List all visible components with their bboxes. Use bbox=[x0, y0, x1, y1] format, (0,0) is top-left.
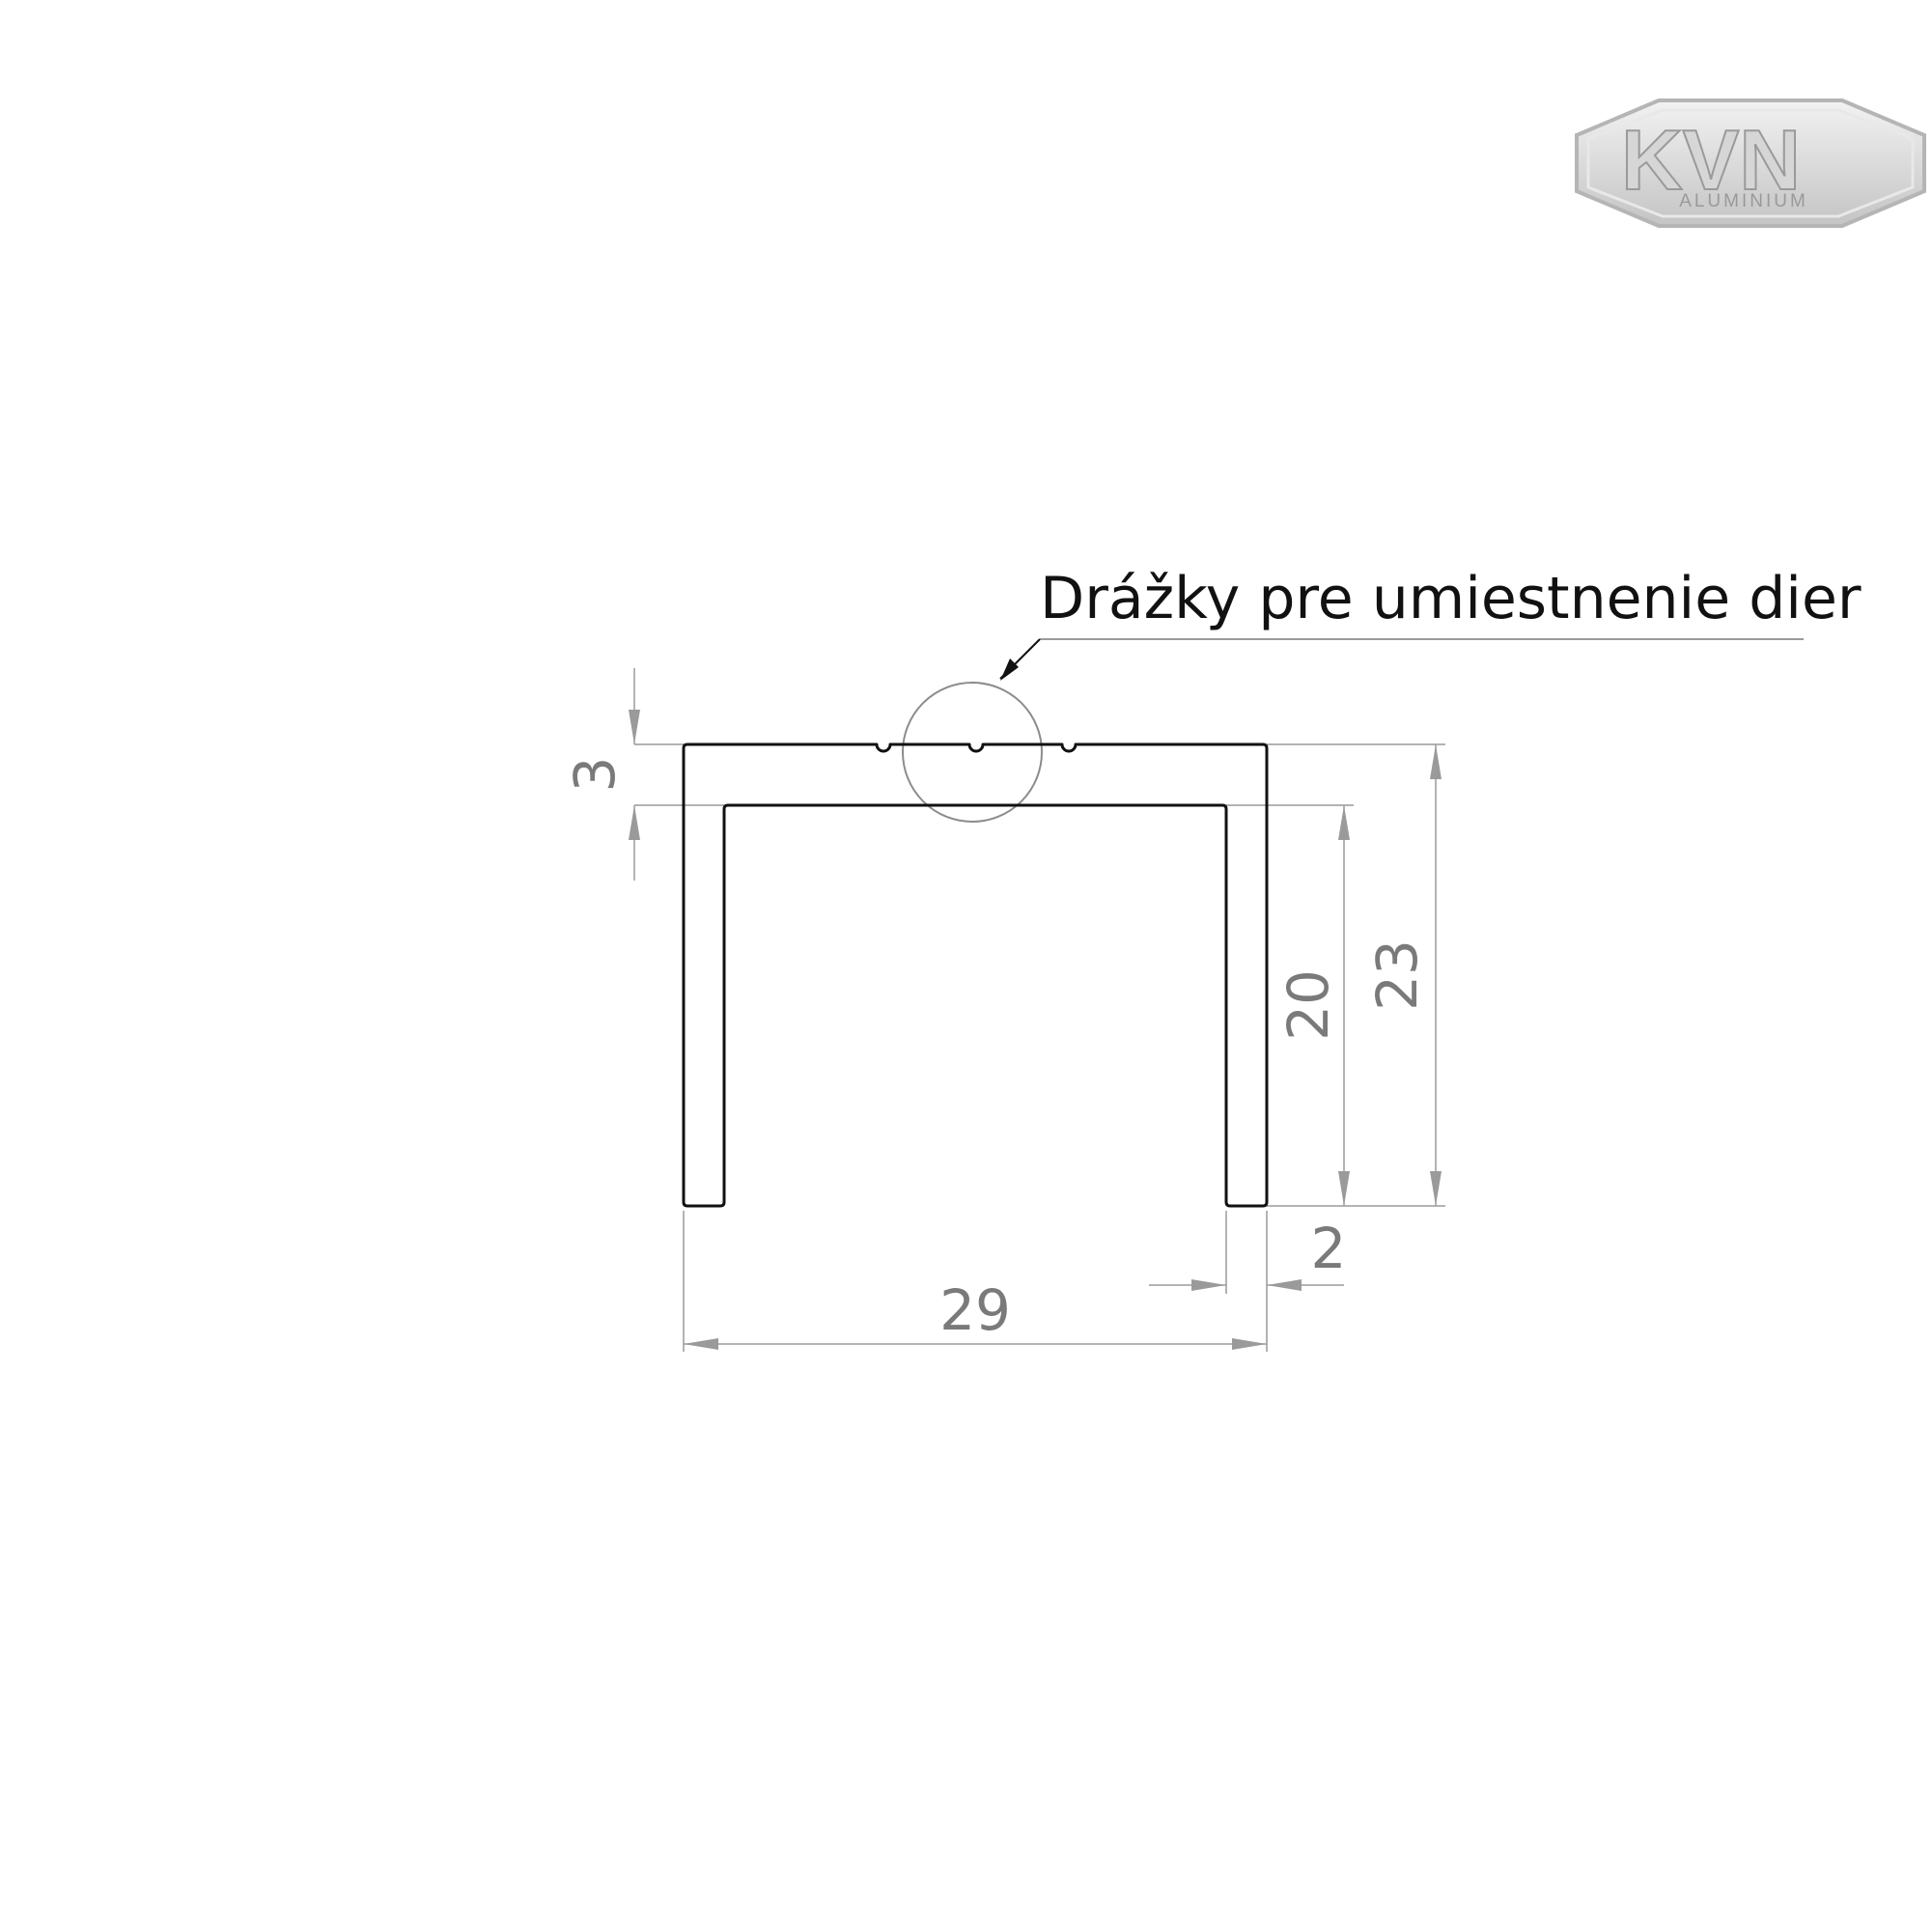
dim-arrow-outer-height-bottom bbox=[1430, 1171, 1442, 1206]
dim-arrow-width-right bbox=[1232, 1338, 1267, 1350]
dimension-overall-width: 29 bbox=[684, 1277, 1267, 1350]
extension-lines bbox=[634, 743, 1445, 1352]
dim-label-overall-width: 29 bbox=[939, 1277, 1011, 1343]
dim-arrow-top-wall-up bbox=[629, 805, 640, 840]
dim-label-outer-height: 23 bbox=[1364, 939, 1430, 1011]
dim-label-inner-height: 20 bbox=[1275, 969, 1341, 1041]
callout-label: Drážky pre umiestnenie dier bbox=[1040, 565, 1862, 632]
dimension-top-wall: 3 bbox=[562, 668, 640, 881]
dimension-wall-thickness: 2 bbox=[1149, 1216, 1346, 1291]
groove-detail-circle bbox=[902, 682, 1043, 823]
company-logo: KVN ALUMINIUM bbox=[1575, 98, 1926, 228]
dim-arrow-inner-height-top bbox=[1338, 805, 1350, 840]
dimension-outer-height: 23 bbox=[1364, 744, 1442, 1206]
dim-arrow-top-wall-down bbox=[629, 710, 640, 744]
dim-arrow-outer-height-top bbox=[1430, 744, 1442, 779]
dim-label-wall-thickness: 2 bbox=[1311, 1216, 1347, 1281]
dimension-inner-height: 20 bbox=[1275, 805, 1350, 1206]
dim-arrow-wall-right bbox=[1191, 1279, 1226, 1291]
logo-subtitle-text: ALUMINIUM bbox=[1679, 191, 1808, 211]
dim-arrow-width-left bbox=[684, 1338, 718, 1350]
u-channel-profile bbox=[682, 742, 1269, 1208]
dim-arrow-wall-left bbox=[1267, 1279, 1302, 1291]
groove-callout: Drážky pre umiestnenie dier bbox=[902, 565, 1862, 823]
logo-hexagon-inner bbox=[1586, 108, 1915, 218]
callout-arrowhead bbox=[1000, 658, 1019, 681]
dim-arrow-inner-height-bottom bbox=[1338, 1171, 1350, 1206]
dim-label-top-wall: 3 bbox=[562, 757, 628, 793]
logo-hexagon-outer bbox=[1575, 98, 1926, 228]
logo-brand-text: KVN bbox=[1621, 112, 1801, 208]
